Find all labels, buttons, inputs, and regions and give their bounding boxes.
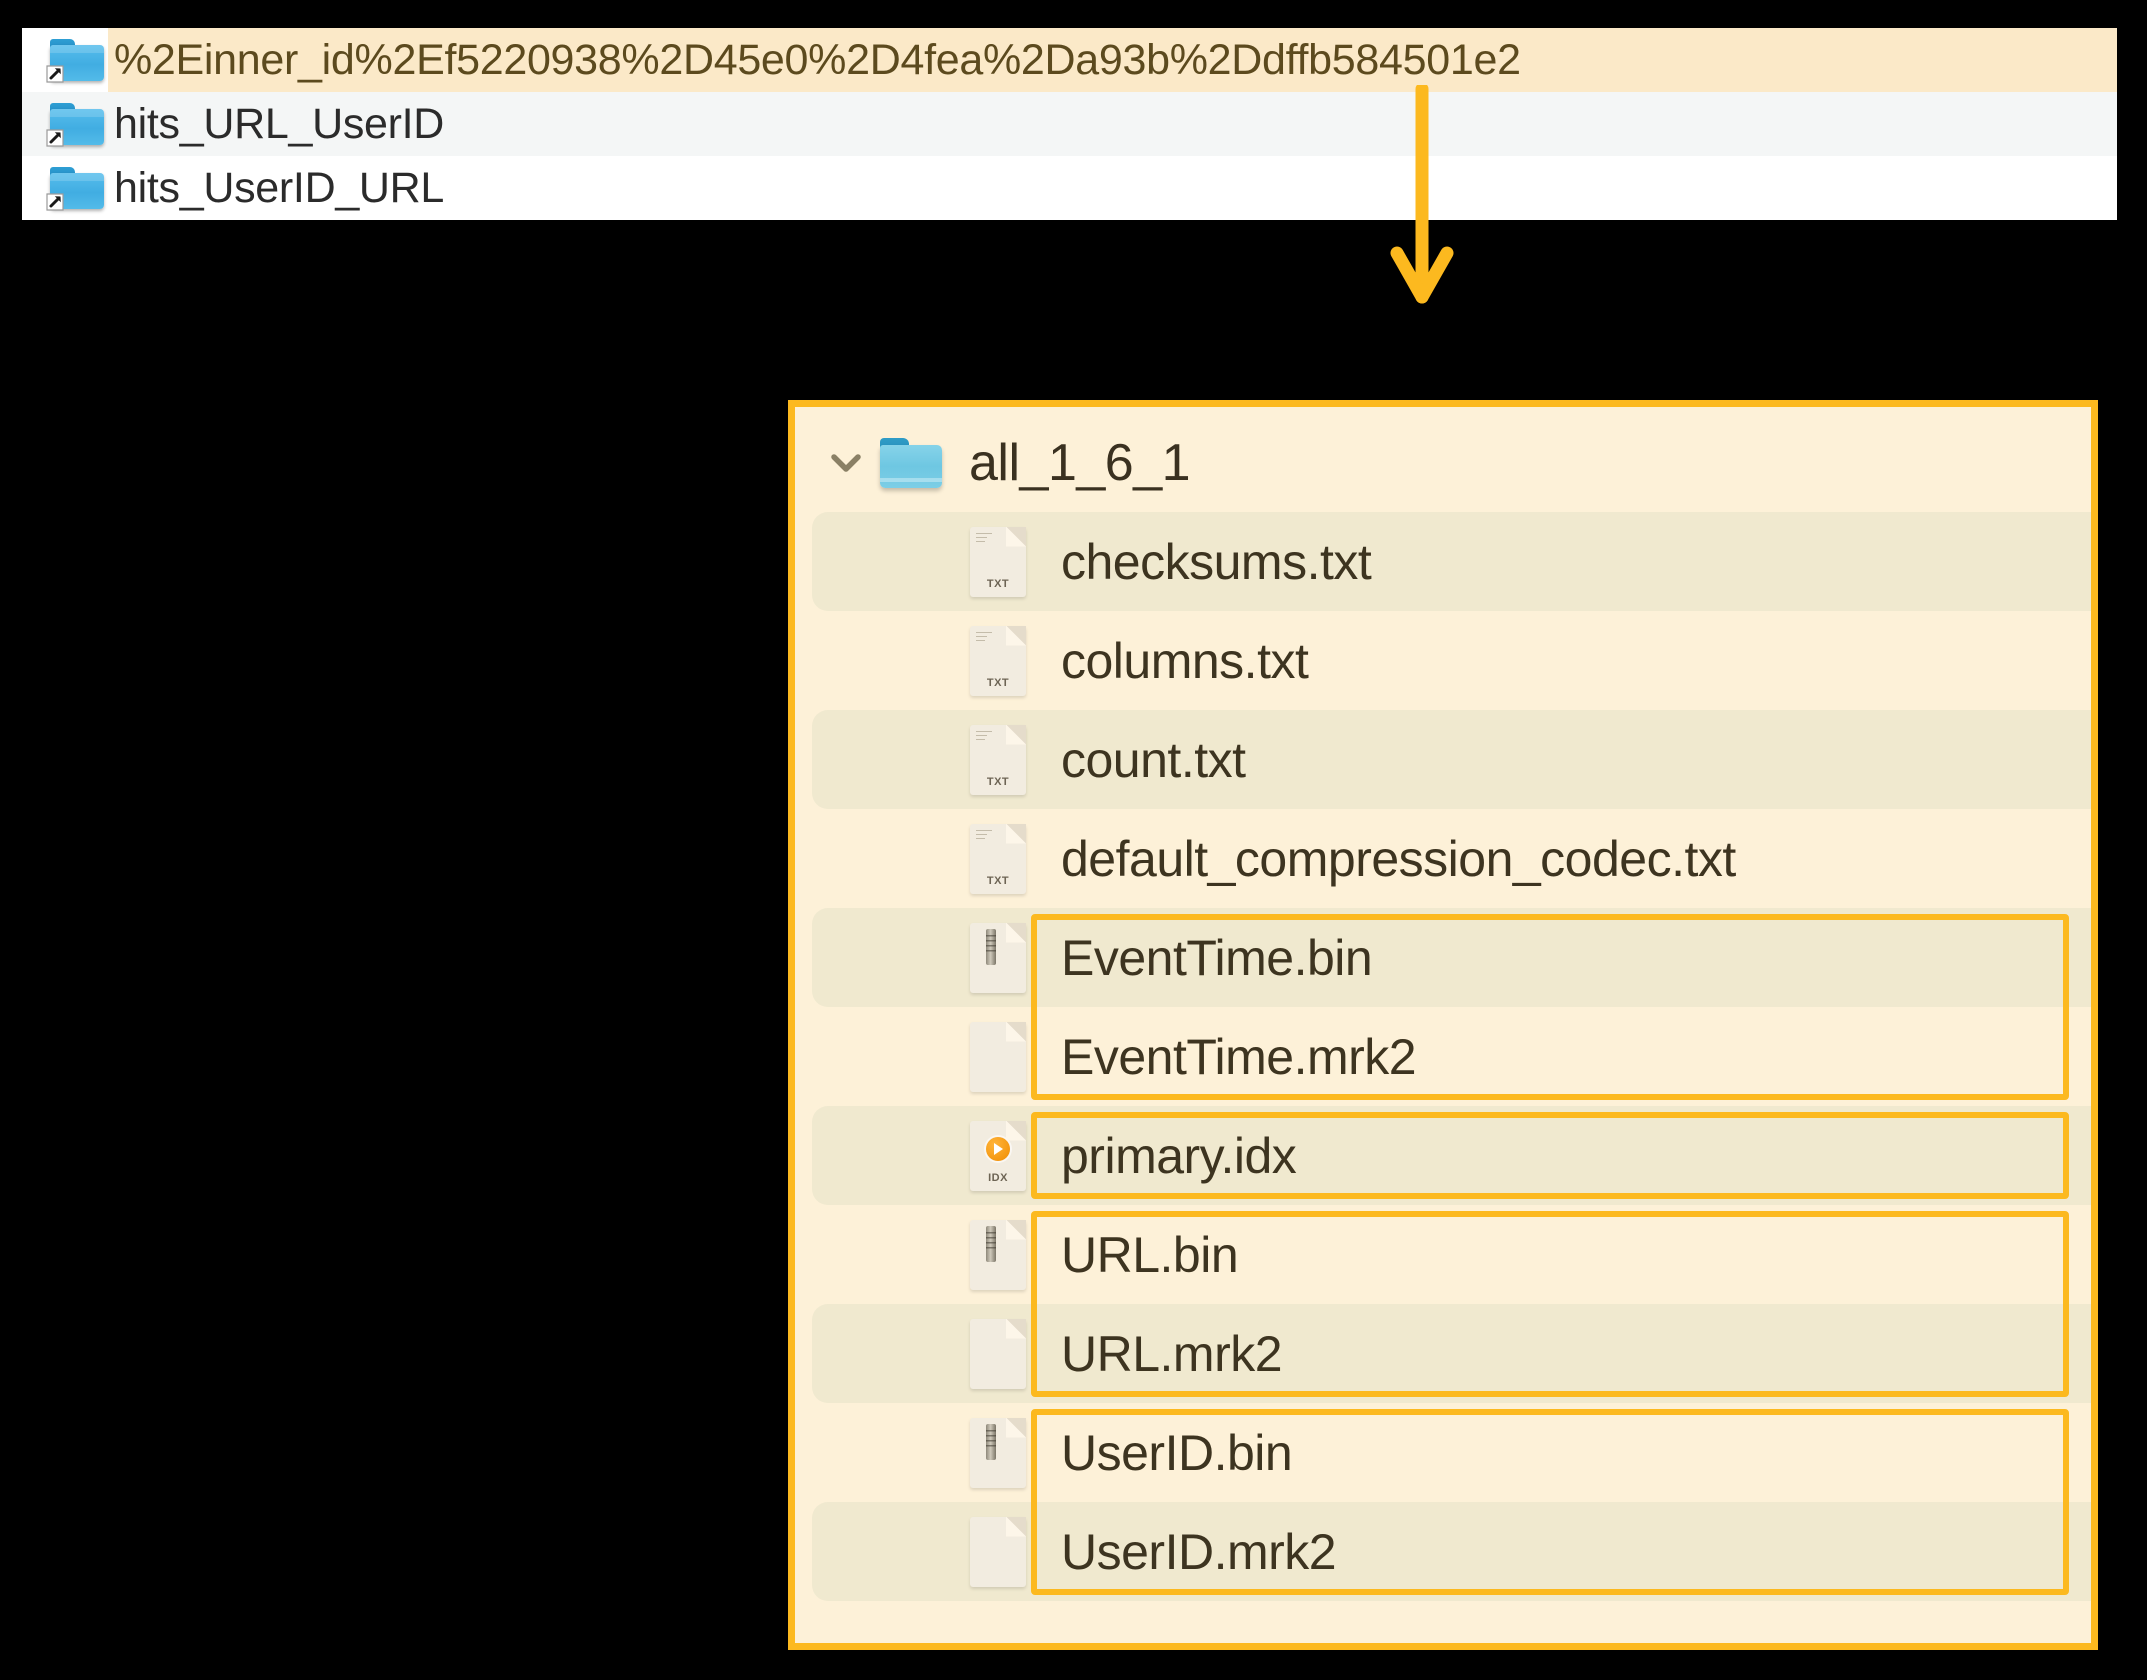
tree-file-row[interactable]: EventTime.bin: [795, 908, 2091, 1007]
shortcut-arrow-icon: [46, 193, 64, 211]
tree-file-label: primary.idx: [1061, 1127, 1297, 1184]
blank-file-icon: [963, 1516, 1033, 1587]
tree-file-label: count.txt: [1061, 731, 1246, 788]
tree-file-label: default_compression_codec.txt: [1061, 830, 1736, 887]
tree-file-row[interactable]: UserID.mrk2: [795, 1502, 2091, 1601]
list-item[interactable]: %2Einner_id%2Ef5220938%2D45e0%2D4fea%2Da…: [22, 28, 2117, 92]
txt-file-icon: TXT: [963, 823, 1033, 894]
txt-file-icon: TXT: [963, 724, 1033, 795]
shortcut-arrow-icon: [46, 129, 64, 147]
tree-file-label: URL.mrk2: [1061, 1325, 1283, 1382]
list-item-label: %2Einner_id%2Ef5220938%2D45e0%2D4fea%2Da…: [114, 35, 1521, 84]
file-type-tag: TXT: [986, 676, 1010, 689]
chevron-down-icon[interactable]: [817, 442, 875, 484]
folder-icon: [875, 437, 947, 488]
txt-file-icon: TXT: [963, 526, 1033, 597]
tree-file-label: UserID.bin: [1061, 1424, 1293, 1481]
file-type-tag: TXT: [986, 775, 1010, 788]
idx-file-icon: IDX: [963, 1120, 1033, 1191]
tree-file-row[interactable]: UserID.bin: [795, 1403, 2091, 1502]
tree-file-row[interactable]: TXT checksums.txt: [795, 512, 2091, 611]
file-type-tag: TXT: [986, 577, 1010, 590]
tree-file-label: UserID.mrk2: [1061, 1523, 1337, 1580]
tree-file-row[interactable]: TXT count.txt: [795, 710, 2091, 809]
tree-file-label: URL.bin: [1061, 1226, 1239, 1283]
tree-file-row[interactable]: URL.bin: [795, 1205, 2091, 1304]
tree-file-row[interactable]: EventTime.mrk2: [795, 1007, 2091, 1106]
bin-file-icon: [963, 1417, 1033, 1488]
txt-file-icon: TXT: [963, 625, 1033, 696]
folder-symlink-icon: [46, 39, 108, 83]
row-highlight: [108, 28, 2117, 92]
blank-file-icon: [963, 1318, 1033, 1389]
list-item-label: hits_UserID_URL: [114, 163, 445, 212]
list-item[interactable]: hits_UserID_URL: [22, 156, 2117, 220]
shortcut-arrow-icon: [46, 65, 64, 83]
folder-symlink-icon: [46, 103, 108, 147]
tree-folder-row[interactable]: all_1_6_1: [795, 413, 2091, 512]
tree-file-label: EventTime.bin: [1061, 929, 1373, 986]
list-item-label: hits_URL_UserID: [114, 99, 445, 148]
blank-file-icon: [963, 1021, 1033, 1092]
folder-symlink-icon: [46, 167, 108, 211]
tree-file-row[interactable]: TXT default_compression_codec.txt: [795, 809, 2091, 908]
bin-file-icon: [963, 1219, 1033, 1290]
tree-file-label: checksums.txt: [1061, 533, 1372, 590]
bin-file-icon: [963, 922, 1033, 993]
tree-file-label: columns.txt: [1061, 632, 1309, 689]
file-type-tag: IDX: [988, 1171, 1008, 1184]
tree-file-row[interactable]: URL.mrk2: [795, 1304, 2091, 1403]
list-item[interactable]: hits_URL_UserID: [22, 92, 2117, 156]
connector-down-arrow-icon: [1390, 85, 1454, 304]
tree-file-label: EventTime.mrk2: [1061, 1028, 1417, 1085]
symlink-folder-list-panel: %2Einner_id%2Ef5220938%2D45e0%2D4fea%2Da…: [22, 28, 2117, 220]
file-type-tag: TXT: [986, 874, 1010, 887]
tree-file-row[interactable]: TXT columns.txt: [795, 611, 2091, 710]
tree-file-row[interactable]: IDX primary.idx: [795, 1106, 2091, 1205]
tree-folder-label: all_1_6_1: [969, 433, 1191, 492]
